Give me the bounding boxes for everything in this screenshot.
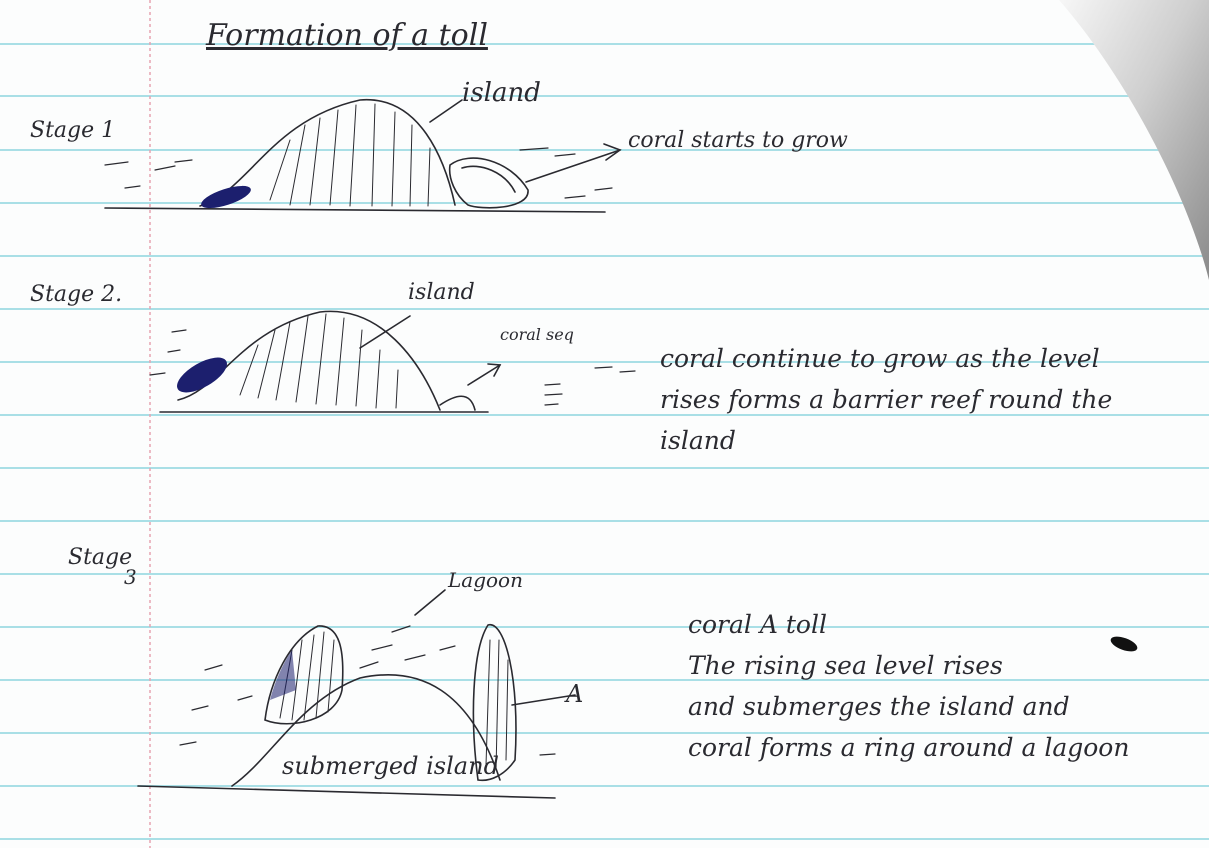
stage1-island-label: island xyxy=(462,78,541,108)
stage3-label: Stage xyxy=(68,545,132,570)
stage3-submerged-label: submerged island xyxy=(282,752,499,780)
stage3-description-line: The rising sea level rises xyxy=(688,645,1129,686)
stage2-island-label: island xyxy=(408,280,475,305)
stage2-description-line: rises forms a barrier reef round the xyxy=(660,379,1112,420)
page-curl xyxy=(1059,0,1209,280)
stage2-description-line: coral continue to grow as the level xyxy=(660,338,1112,379)
stage3-a-label: A xyxy=(566,680,583,708)
stage3-description-line: coral A toll xyxy=(688,604,1129,645)
page-title: Formation of a toll xyxy=(206,18,488,53)
stage2-description-line: island xyxy=(660,420,1112,461)
stage3-description: coral A toll The rising sea level rises … xyxy=(688,604,1129,768)
stage1-label: Stage 1 xyxy=(30,118,115,143)
stage2-coral-label: coral seq xyxy=(500,325,574,344)
stage3-lagoon-label: Lagoon xyxy=(448,568,523,592)
stage3-description-line: and submerges the island and xyxy=(688,686,1129,727)
stage1-coral-label: coral starts to grow xyxy=(628,128,848,153)
stage3-description-line: coral forms a ring around a lagoon xyxy=(688,727,1129,768)
stage3-number: 3 xyxy=(124,565,137,589)
stage2-description: coral continue to grow as the level rise… xyxy=(660,338,1112,461)
stage2-label: Stage 2. xyxy=(30,282,122,307)
